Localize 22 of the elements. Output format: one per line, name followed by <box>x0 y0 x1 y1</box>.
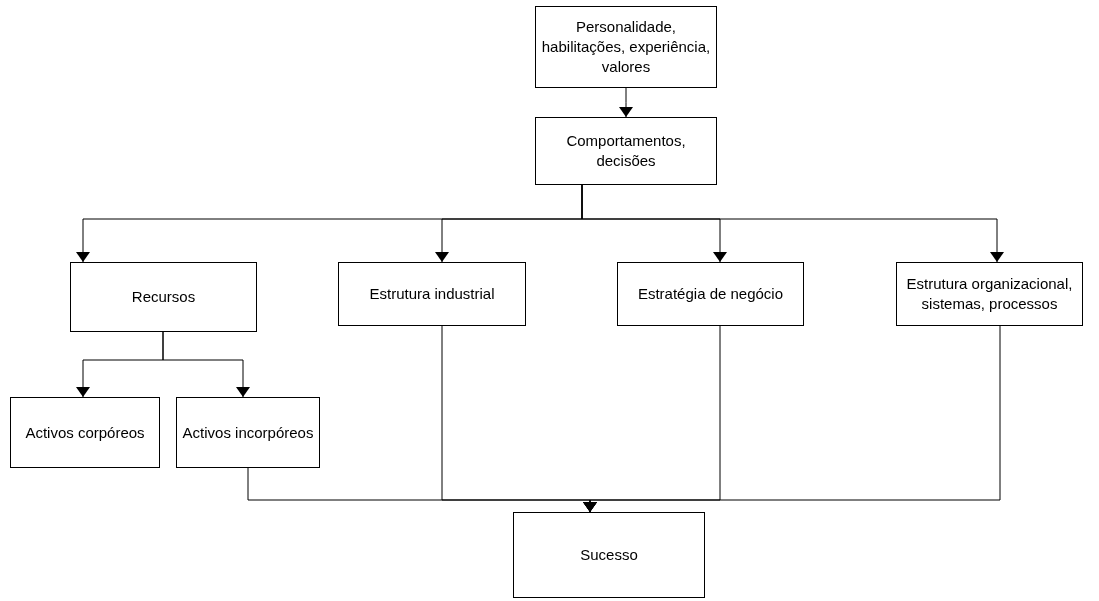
process-box <box>535 6 717 88</box>
process-box <box>338 262 526 326</box>
arrow <box>583 325 1001 513</box>
box-label: Personalidade, habilitações, experiência, valores <box>540 17 712 77</box>
arrow <box>162 331 250 398</box>
process-box <box>617 262 804 326</box>
box-label: Estratégia de negócio <box>637 284 784 304</box>
box-label: Comportamentos, decisões <box>565 131 687 171</box>
box-label: Activos corpóreos <box>25 422 145 443</box>
box-label: Recursos <box>131 287 196 307</box>
process-box <box>896 262 1083 326</box>
box-label: Activos incorpóreos <box>182 422 314 443</box>
process-box <box>70 262 257 332</box>
box-label: Estrutura industrial <box>369 284 495 304</box>
process-box <box>10 397 160 468</box>
arrow <box>581 184 1004 263</box>
process-box <box>513 512 705 598</box>
box-label: Estrutura organizacional, sistemas, processos <box>905 274 1074 314</box>
process-box <box>176 397 320 468</box>
box-label: Sucesso <box>580 545 638 565</box>
arrow <box>619 87 633 118</box>
process-box <box>535 117 717 185</box>
